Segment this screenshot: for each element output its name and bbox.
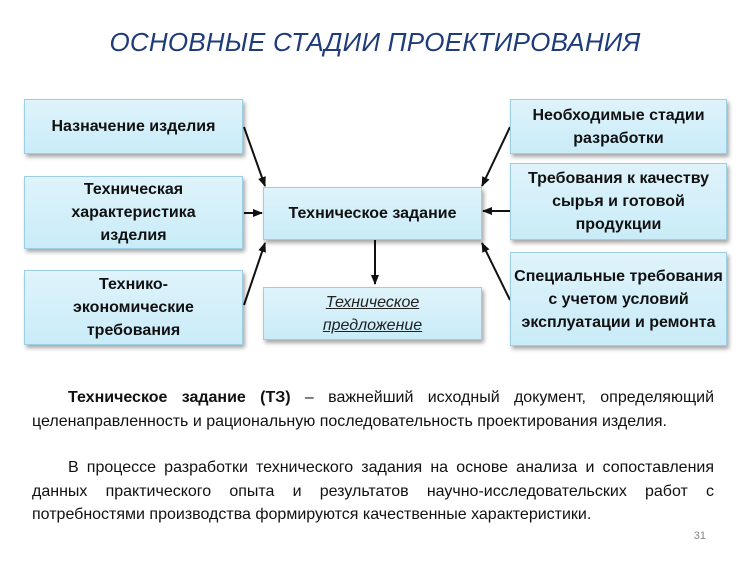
- paragraph-definition: Техническое задание (ТЗ) – важнейший исх…: [32, 386, 714, 433]
- box-purpose: Назначение изделия: [24, 99, 243, 154]
- box-proposal: Техническое предложение: [263, 287, 482, 340]
- box-stages: Необходимые стадии разработки: [510, 99, 727, 154]
- box-tech-char-label: Техническая характеристика изделия: [71, 181, 196, 244]
- page-number: 31: [693, 530, 706, 542]
- box-special-label: Специальные требования с учетом условий …: [514, 267, 723, 331]
- definition-text: – важнейший исходный документ, определяю…: [32, 389, 715, 430]
- box-econ: Технико-экономические требования: [24, 270, 243, 345]
- box-special: Специальные требования с учетом условий …: [510, 252, 727, 346]
- box-stages-label: Необходимые стадии разработки: [532, 106, 705, 147]
- process-text: В процессе разработки технического задан…: [32, 459, 714, 523]
- paragraph-process: В процессе разработки технического задан…: [32, 456, 714, 527]
- box-proposal-label: Техническое предложение: [322, 293, 423, 334]
- box-purpose-label: Назначение изделия: [51, 118, 216, 135]
- box-quality-label: Требования к качеству сырья и готовой пр…: [527, 170, 710, 233]
- arrow-special: [481, 242, 511, 301]
- box-econ-label: Технико-экономические требования: [73, 276, 194, 339]
- box-center-label: Техническое задание: [288, 205, 457, 222]
- arrow-purpose: [243, 126, 266, 187]
- arrow-stages: [481, 126, 511, 187]
- box-quality: Требования к качеству сырья и готовой пр…: [510, 163, 727, 240]
- arrow-econ: [243, 242, 266, 306]
- term-tz: Техническое задание (ТЗ): [68, 389, 291, 406]
- box-tech-char: Техническая характеристика изделия: [24, 176, 243, 249]
- page-title: ОСНОВНЫЕ СТАДИИ ПРОЕКТИРОВАНИЯ: [109, 27, 641, 57]
- box-center: Техническое задание: [263, 187, 482, 240]
